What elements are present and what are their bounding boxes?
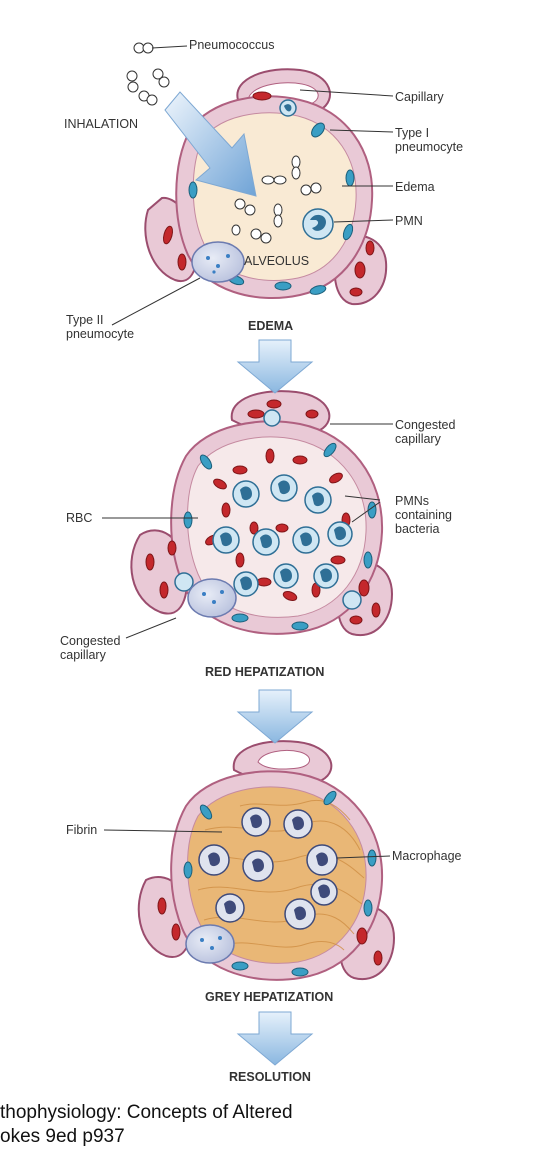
down-arrow-3 <box>236 1011 314 1066</box>
stage-edema: EDEMA <box>248 319 294 333</box>
label-edema: Edema <box>395 180 435 194</box>
label-type-ii-pneumocyte: Type II pneumocyte <box>66 313 135 341</box>
pmns-red <box>174 409 362 610</box>
label-type-i-pneumocyte: Type I pneumocyte <box>395 126 464 154</box>
label-congested-capillary-top: Congested capillary <box>395 418 456 446</box>
label-pneumococcus: Pneumococcus <box>189 38 275 52</box>
grey-hepatization-alveolus <box>137 740 396 981</box>
down-arrow-1 <box>236 339 314 394</box>
caption-line-2: okes 9ed p937 <box>0 1126 125 1147</box>
stage-grey-hepatization: GREY HEPATIZATION <box>205 990 334 1004</box>
label-alveolus: ALVEOLUS <box>244 254 310 268</box>
label-pmn: PMN <box>395 214 423 228</box>
label-inhalation: INHALATION <box>64 117 139 131</box>
label-capillary: Capillary <box>395 90 444 104</box>
down-arrow-2 <box>236 689 314 744</box>
label-macrophage: Macrophage <box>392 849 462 863</box>
bacteria <box>231 155 322 244</box>
type-ii-pneumocyte <box>191 241 245 283</box>
label-rbc: RBC <box>66 511 93 525</box>
stage-red-hepatization: RED HEPATIZATION <box>205 665 325 679</box>
stage-resolution: RESOLUTION <box>229 1070 311 1084</box>
stage-arrows <box>236 339 314 1066</box>
red-hepatization-alveolus <box>130 390 394 637</box>
leader-lines <box>102 45 394 859</box>
caption-line-1: thophysiology: Concepts of Altered <box>0 1102 293 1123</box>
inhalation-arrow <box>164 91 257 197</box>
label-congested-capillary-left: Congested capillary <box>60 634 121 662</box>
label-fibrin: Fibrin <box>66 823 98 837</box>
label-pmns-containing-bacteria: PMNs containing bacteria <box>395 494 452 536</box>
